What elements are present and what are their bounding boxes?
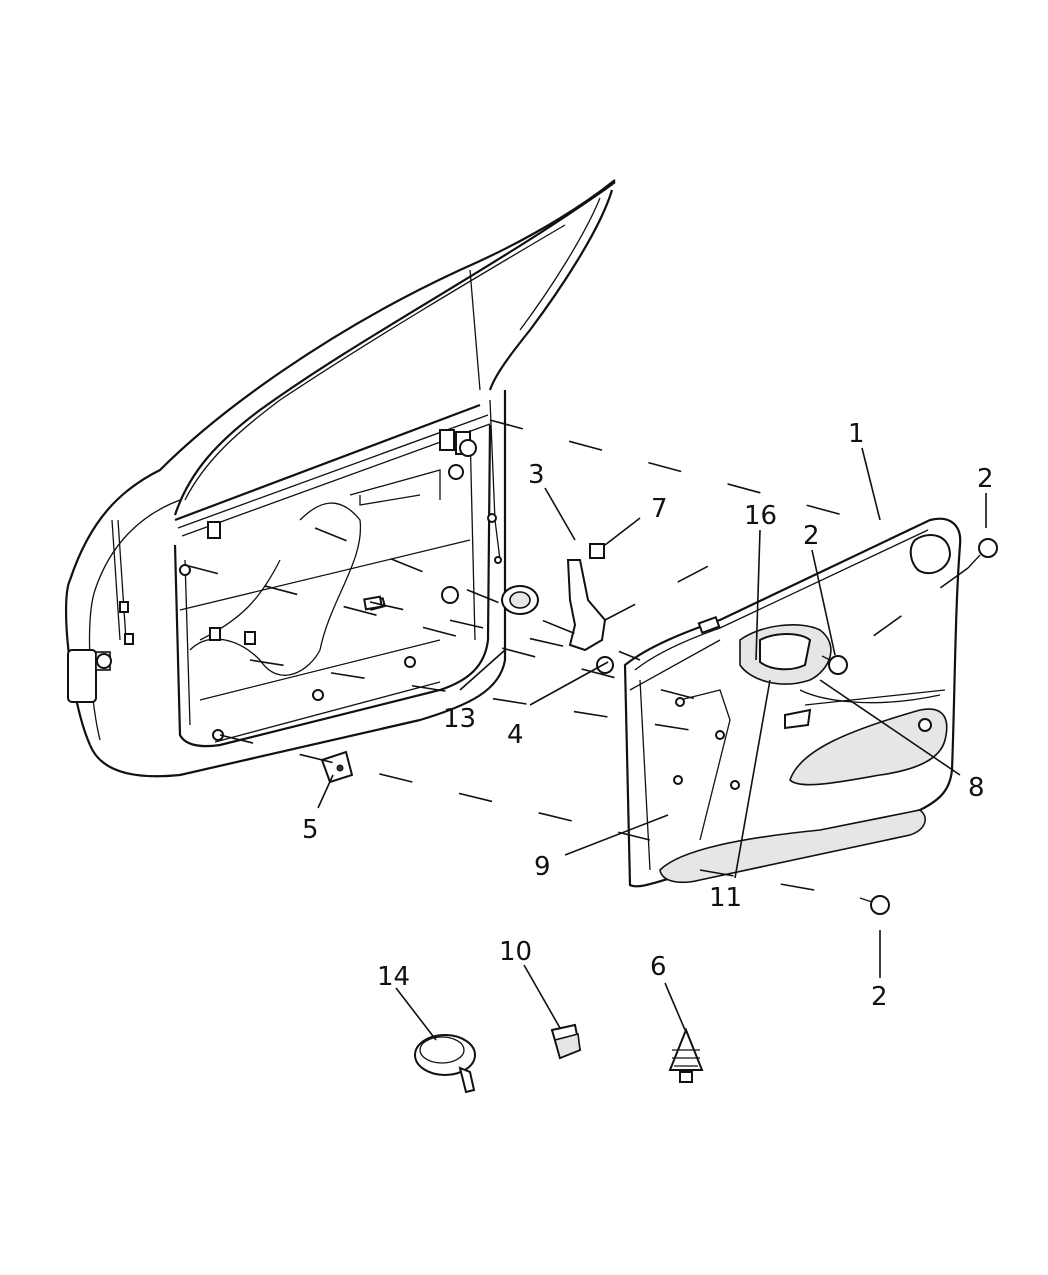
callout-8: 8 xyxy=(968,773,985,803)
part-10-clip xyxy=(550,1023,582,1060)
part-2-screw-lower xyxy=(859,895,890,915)
callout-5: 5 xyxy=(302,815,319,845)
callout-2-upper-right: 2 xyxy=(977,464,994,494)
part-14-push-pin xyxy=(414,1034,476,1094)
callout-4: 4 xyxy=(507,720,524,750)
part-13-grommet xyxy=(501,585,539,615)
door-shell xyxy=(64,179,616,778)
callout-14: 14 xyxy=(377,962,410,992)
part-2-screw-upper xyxy=(967,538,998,569)
part-3-bracket xyxy=(363,543,614,674)
callout-13: 13 xyxy=(443,704,476,734)
part-6-fir-tree-clip xyxy=(668,1027,704,1083)
callout-16: 16 xyxy=(744,501,777,531)
callout-7: 7 xyxy=(651,494,668,524)
callout-2-lower: 2 xyxy=(871,982,888,1012)
callout-11: 11 xyxy=(709,883,742,913)
callout-10: 10 xyxy=(499,937,532,967)
callout-9: 9 xyxy=(534,852,551,882)
callout-2-panel: 2 xyxy=(803,521,820,551)
part-2-screw-panel xyxy=(821,655,848,675)
callout-3: 3 xyxy=(528,460,545,490)
part-5-clip xyxy=(320,750,354,784)
door-trim-panel xyxy=(623,517,962,888)
callout-6: 6 xyxy=(650,952,667,982)
callout-1: 1 xyxy=(848,419,865,449)
assembly-dashed-lines xyxy=(184,419,969,899)
callout-leaders xyxy=(317,447,987,1041)
